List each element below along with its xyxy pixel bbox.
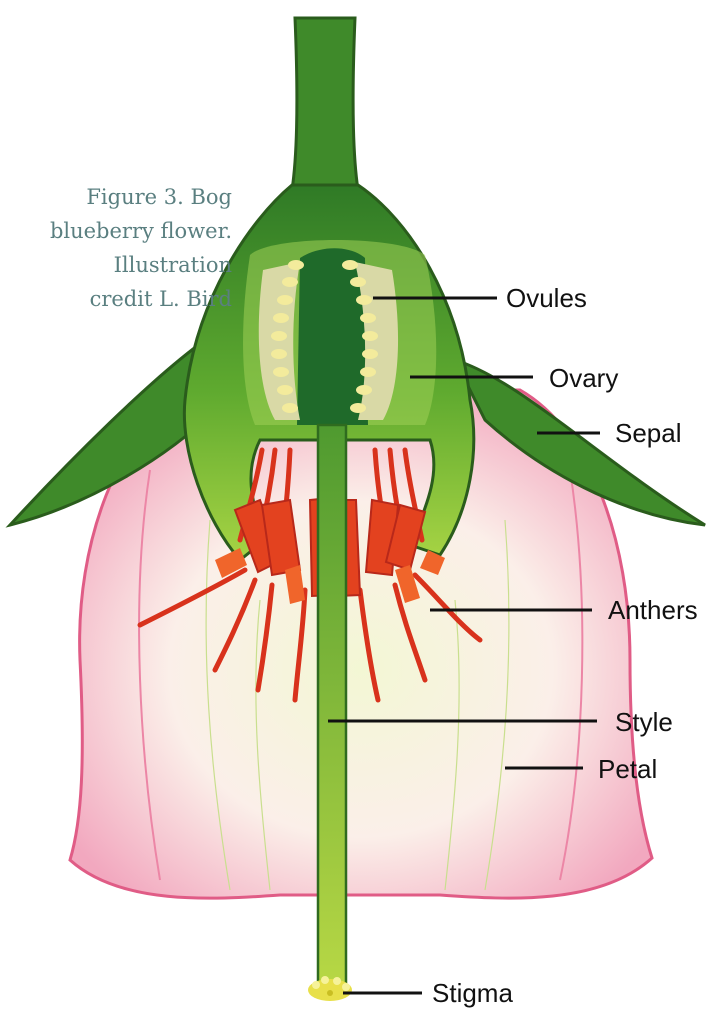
figure-caption: Figure 3. Bog blueberry flower. Illustra… [0, 180, 232, 316]
label-sepal: Sepal [615, 418, 682, 448]
caption-line-1: Figure 3. Bog [0, 180, 232, 214]
label-ovary: Ovary [549, 363, 618, 393]
caption-line-4: credit L. Bird [0, 282, 232, 316]
label-stigma: Stigma [432, 978, 513, 1008]
label-anthers: Anthers [608, 595, 698, 625]
label-petal: Petal [598, 754, 657, 784]
caption-line-2: blueberry flower. [0, 214, 232, 248]
label-style: Style [615, 707, 673, 737]
caption-line-3: Illustration [0, 248, 232, 282]
label-ovules: Ovules [506, 283, 587, 313]
style [318, 425, 346, 990]
stem [292, 18, 358, 190]
